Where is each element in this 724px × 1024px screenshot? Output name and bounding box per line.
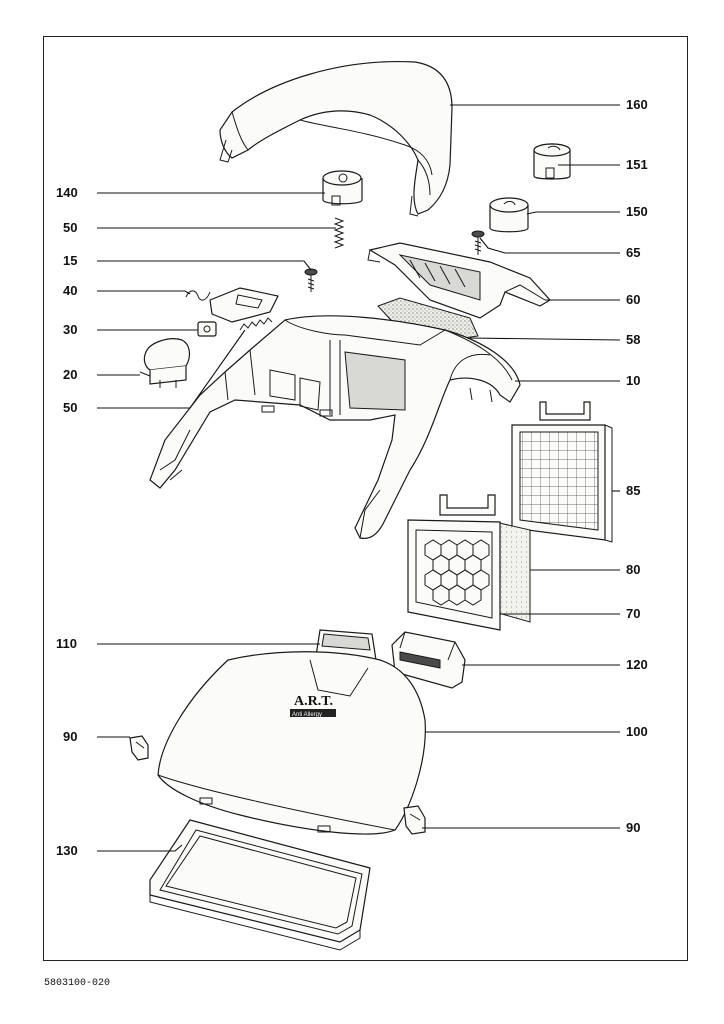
label-85: 85 xyxy=(626,483,640,498)
label-70: 70 xyxy=(626,606,640,621)
part-120-latch-block xyxy=(391,631,466,689)
part-15-screw xyxy=(304,268,318,292)
label-100: 100 xyxy=(626,724,648,739)
label-20: 20 xyxy=(63,367,77,382)
part-140-knob xyxy=(322,170,363,206)
cover-logo: A.R.T. xyxy=(294,694,333,709)
label-140: 140 xyxy=(56,185,78,200)
part-50-spring-lower xyxy=(239,317,273,331)
label-150: 150 xyxy=(626,204,648,219)
callout-labels: 160 151 140 150 50 65 15 40 60 30 58 20 … xyxy=(56,97,648,858)
label-30: 30 xyxy=(63,322,77,337)
part-60-tray xyxy=(367,242,551,319)
label-151: 151 xyxy=(626,157,648,172)
part-100-cover: A.R.T. Anti Allergy xyxy=(157,651,426,835)
label-60: 60 xyxy=(626,292,640,307)
label-120: 120 xyxy=(626,657,648,672)
part-160-top-hood xyxy=(219,60,453,217)
part-65-screw xyxy=(471,230,485,255)
part-150-knob xyxy=(489,197,529,233)
label-65: 65 xyxy=(626,245,640,260)
part-20-button xyxy=(139,338,191,388)
document-number: 5803100-020 xyxy=(44,978,111,989)
label-10: 10 xyxy=(626,373,640,388)
drawing-frame xyxy=(43,36,688,961)
label-50-lower: 50 xyxy=(63,400,77,415)
label-50-upper: 50 xyxy=(63,220,77,235)
label-90-left: 90 xyxy=(63,729,77,744)
part-40-wire-clip xyxy=(185,290,211,301)
part-70-hex-filter xyxy=(407,494,501,631)
part-130-gasket-frame xyxy=(149,819,371,951)
part-90-clip-right xyxy=(403,805,426,835)
label-15: 15 xyxy=(63,253,77,268)
label-80: 80 xyxy=(626,562,640,577)
leader-lines xyxy=(97,104,621,852)
label-110: 110 xyxy=(56,636,77,651)
cover-sublogo: Anti Allergy xyxy=(292,712,322,718)
part-30-latch xyxy=(197,287,279,337)
label-90-right: 90 xyxy=(626,820,640,835)
part-90-clip-left xyxy=(129,735,149,761)
part-85-grid-filter xyxy=(511,401,613,543)
label-160: 160 xyxy=(626,97,648,112)
part-10-main-housing xyxy=(149,315,521,540)
part-50-spring-upper xyxy=(333,217,345,249)
part-151-knob xyxy=(533,143,571,180)
label-40: 40 xyxy=(63,283,77,298)
label-130: 130 xyxy=(56,843,78,858)
label-58: 58 xyxy=(626,332,640,347)
